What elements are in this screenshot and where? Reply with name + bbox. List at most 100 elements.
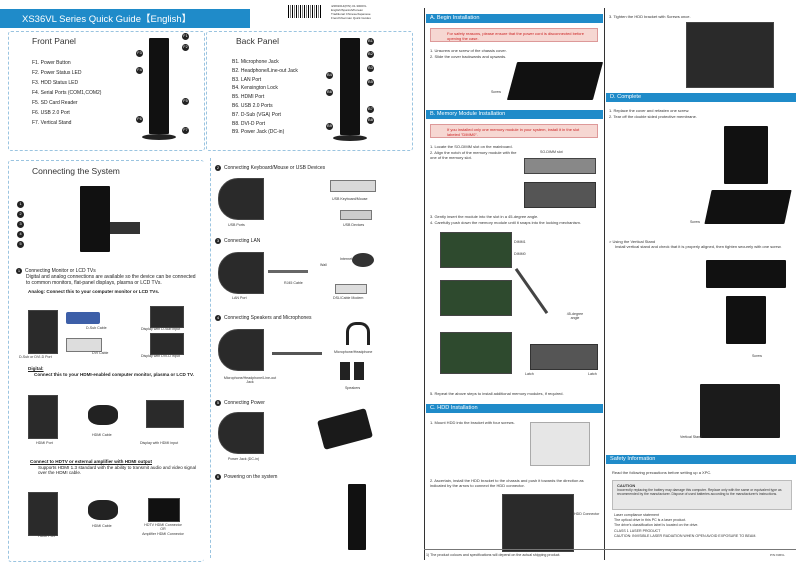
hdtv-connector-photo [148, 498, 180, 522]
usb-keyboard-photo [330, 180, 376, 192]
connect-divider [210, 158, 212, 558]
section-a-warning: For safety reasons, please ensure that t… [430, 28, 598, 42]
section-a-steps: 1. Unscrew one screw of the chassis cove… [430, 48, 507, 59]
caution-title: CAUTION [617, 483, 636, 488]
caption-dsub-cable: D-Sub Cable [86, 326, 107, 330]
callout-b7: B7 [367, 106, 374, 113]
mainboard-photo-3 [440, 332, 512, 374]
hdmi-cable-photo [88, 405, 118, 425]
dvi-cable-photo [66, 338, 102, 352]
hdmi-port-photo [28, 395, 58, 439]
section-a-image [506, 62, 604, 100]
front-panel-box [8, 31, 205, 151]
power-adapter-image [110, 222, 140, 234]
safety-title: Safety Information [606, 455, 796, 464]
usb-ports-photo [218, 178, 264, 220]
back-stand [333, 135, 367, 141]
callout-b1: B1 [367, 38, 374, 45]
callout-3: 3 [17, 221, 24, 228]
callout-f1: F1 [182, 33, 189, 40]
guide-title: XS36VL Series Quick Guide【English】 [22, 14, 192, 25]
dsub-cable-photo [66, 312, 100, 324]
section-d-photo-2 [704, 190, 792, 224]
callout-b3: B3 [367, 65, 374, 72]
callout-b6: B6 [326, 89, 333, 96]
caption-usb-keyboard: USB Keyboard/Mouse [332, 197, 368, 201]
back-panel-title: Back Panel [236, 36, 279, 46]
memory-module-image [524, 182, 596, 208]
callout-f6: F6 [136, 116, 143, 123]
latch-module-image [530, 344, 598, 370]
section-a-title: A. Begin Installation [426, 14, 603, 23]
section-d-steps: 1. Replace the cover and refasten one sc… [609, 108, 697, 119]
callout-4: 4 [17, 231, 24, 238]
callout-f4: F4 [136, 67, 143, 74]
speaker-right-photo [354, 362, 364, 380]
section-b-steps: 1. Locate the SO-DIMM slot on the mainbo… [430, 144, 517, 161]
hdd-chassis-photo [502, 494, 574, 552]
callout-f7: F7 [182, 127, 189, 134]
callout-f2: F2 [182, 44, 189, 51]
sodimm-slot-image [524, 158, 596, 174]
section-a-caption: Screw [491, 90, 501, 94]
label-dimm1: DIMM1 [514, 240, 526, 244]
vertical-stand-caption: Vertical Stand [680, 435, 703, 439]
front-device-image [149, 38, 169, 134]
caption-power-jack: Power Jack (DC-in) [228, 457, 260, 461]
caption-audio-jack: Microphone/Headphone/Line-out Jack [223, 376, 277, 385]
caption-dsub-port: D-Sub or DVI-D Port [19, 355, 52, 359]
power-adapter-photo [316, 408, 374, 450]
section-d-caption: Screw [690, 220, 700, 224]
column-divider [604, 8, 605, 560]
amp-hdmi-cable-photo [88, 500, 118, 520]
caption-lan-port: LAN Port [232, 296, 247, 300]
callout-b4: B4 [326, 72, 333, 79]
digital-block: Digital: Connect this to your HDMI-enabl… [28, 366, 194, 377]
caption-display-hdmi: Display with HDMI input [140, 441, 179, 445]
headphone-icon [346, 322, 370, 345]
label-latch-right: Latch [588, 372, 597, 376]
angle-module-image [514, 268, 549, 314]
hdd-tighten-photo [686, 22, 774, 88]
footer-note: 1) The product colours and specification… [426, 553, 561, 557]
section-b-warning: If you installed only one memory module … [430, 124, 598, 138]
caption-amp-hdmi-cable: HDMI Cable [92, 524, 112, 528]
back-panel-box [206, 31, 413, 151]
caption-amp-hdmi-port: HDMI Port [38, 534, 55, 538]
hdd-bracket-image [530, 422, 590, 466]
label-45-degree: 45-degree angle [566, 312, 584, 321]
caption-usb-ports: USB Ports [228, 223, 245, 227]
caution-box: CAUTION Incorrectly replacing the batter… [612, 480, 792, 510]
caption-display-dvi: Display with DVI-D input [141, 354, 180, 358]
stand-photo-2 [726, 296, 766, 344]
rj45-cable-line [268, 270, 308, 273]
back-device-image [340, 38, 360, 135]
footer-code: P/N:X36VL [770, 553, 785, 557]
mainboard-photo-2 [440, 280, 512, 316]
caption-dvi-cable: DVI Cable [92, 351, 109, 355]
stand-photo-1 [706, 260, 786, 288]
callout-b9: B9 [326, 123, 333, 130]
section-c-title: C. HDD Installation [426, 404, 603, 413]
callout-5: 5 [17, 241, 24, 248]
callout-2: 2 [17, 211, 24, 218]
display-dsub-photo [150, 306, 184, 328]
caption-headphone: Microphone/Headphone [334, 350, 373, 354]
callout-b8: B8 [367, 117, 374, 124]
footer-rule [424, 549, 796, 550]
caption-hdmi-port: HDMI Port [36, 441, 53, 445]
callout-f3: F3 [136, 50, 143, 57]
power-jack-photo [218, 412, 264, 454]
display-hdmi-photo [146, 400, 184, 428]
lan-port-photo [218, 252, 264, 294]
caption-speakers: Speakers [345, 386, 361, 390]
label-latch-left: Latch [525, 372, 534, 376]
